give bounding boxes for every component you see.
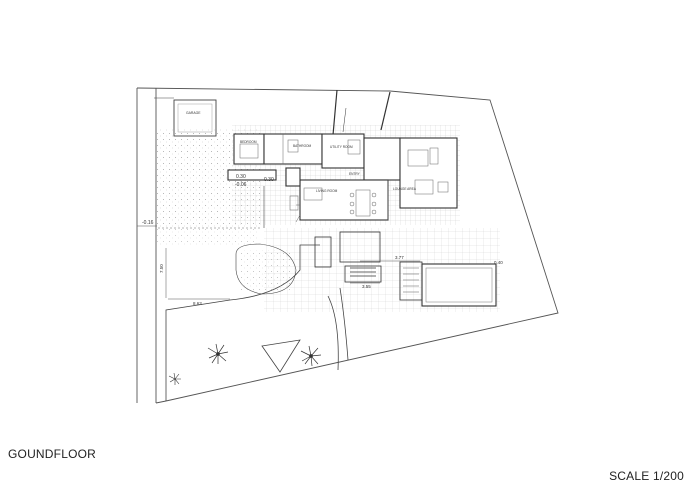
- dim-040: 0.40: [494, 260, 503, 265]
- palm-plant-icon: [168, 372, 181, 385]
- bedroom-label: BEDROOM: [240, 140, 257, 144]
- pool: [421, 263, 497, 307]
- planted-area: [240, 250, 292, 290]
- interior-details: [239, 134, 449, 223]
- living-label: LIVING ROOM: [316, 189, 338, 193]
- lounge-label: LOUNGE AREA: [393, 187, 417, 191]
- dim-030-b: 0.30: [264, 177, 274, 183]
- room-labels: BEDROOM BATHROOM UTILITY ROOM ENTRY LIVI…: [240, 140, 417, 193]
- plan-title: GOUNDFLOOR: [8, 447, 97, 461]
- house-walls: [227, 133, 458, 221]
- lower-terrace: [314, 231, 423, 301]
- dim-016: -0.16: [142, 220, 154, 226]
- dim-355: 3.55: [362, 284, 371, 289]
- dimension-lines: [137, 225, 420, 300]
- garage-label: GARAGE: [186, 111, 201, 115]
- palm-plant-icon: [207, 343, 229, 364]
- garage: GARAGE: [154, 97, 217, 137]
- dim-377: 3.77: [395, 255, 404, 260]
- north-walls: [332, 89, 391, 136]
- gravel-lower: [157, 228, 257, 245]
- plot-boundary: [136, 87, 559, 404]
- entry-label: ENTRY: [349, 172, 361, 176]
- scale-label: SCALE 1/200: [609, 469, 684, 483]
- dim-006: -0.06: [235, 182, 247, 188]
- palm-plant-icon: [300, 345, 322, 367]
- dim-750: 7.50: [159, 264, 164, 273]
- utility-label: UTILITY ROOM: [330, 145, 353, 149]
- bathroom-label: BATHROOM: [293, 144, 312, 148]
- dim-863: 8.63: [193, 301, 202, 306]
- dim-030-a: 0.30: [236, 174, 246, 180]
- dimension-labels: 0.30 0.30 -0.06 -0.16 7.50 8.63 3.77 3.5…: [142, 174, 503, 306]
